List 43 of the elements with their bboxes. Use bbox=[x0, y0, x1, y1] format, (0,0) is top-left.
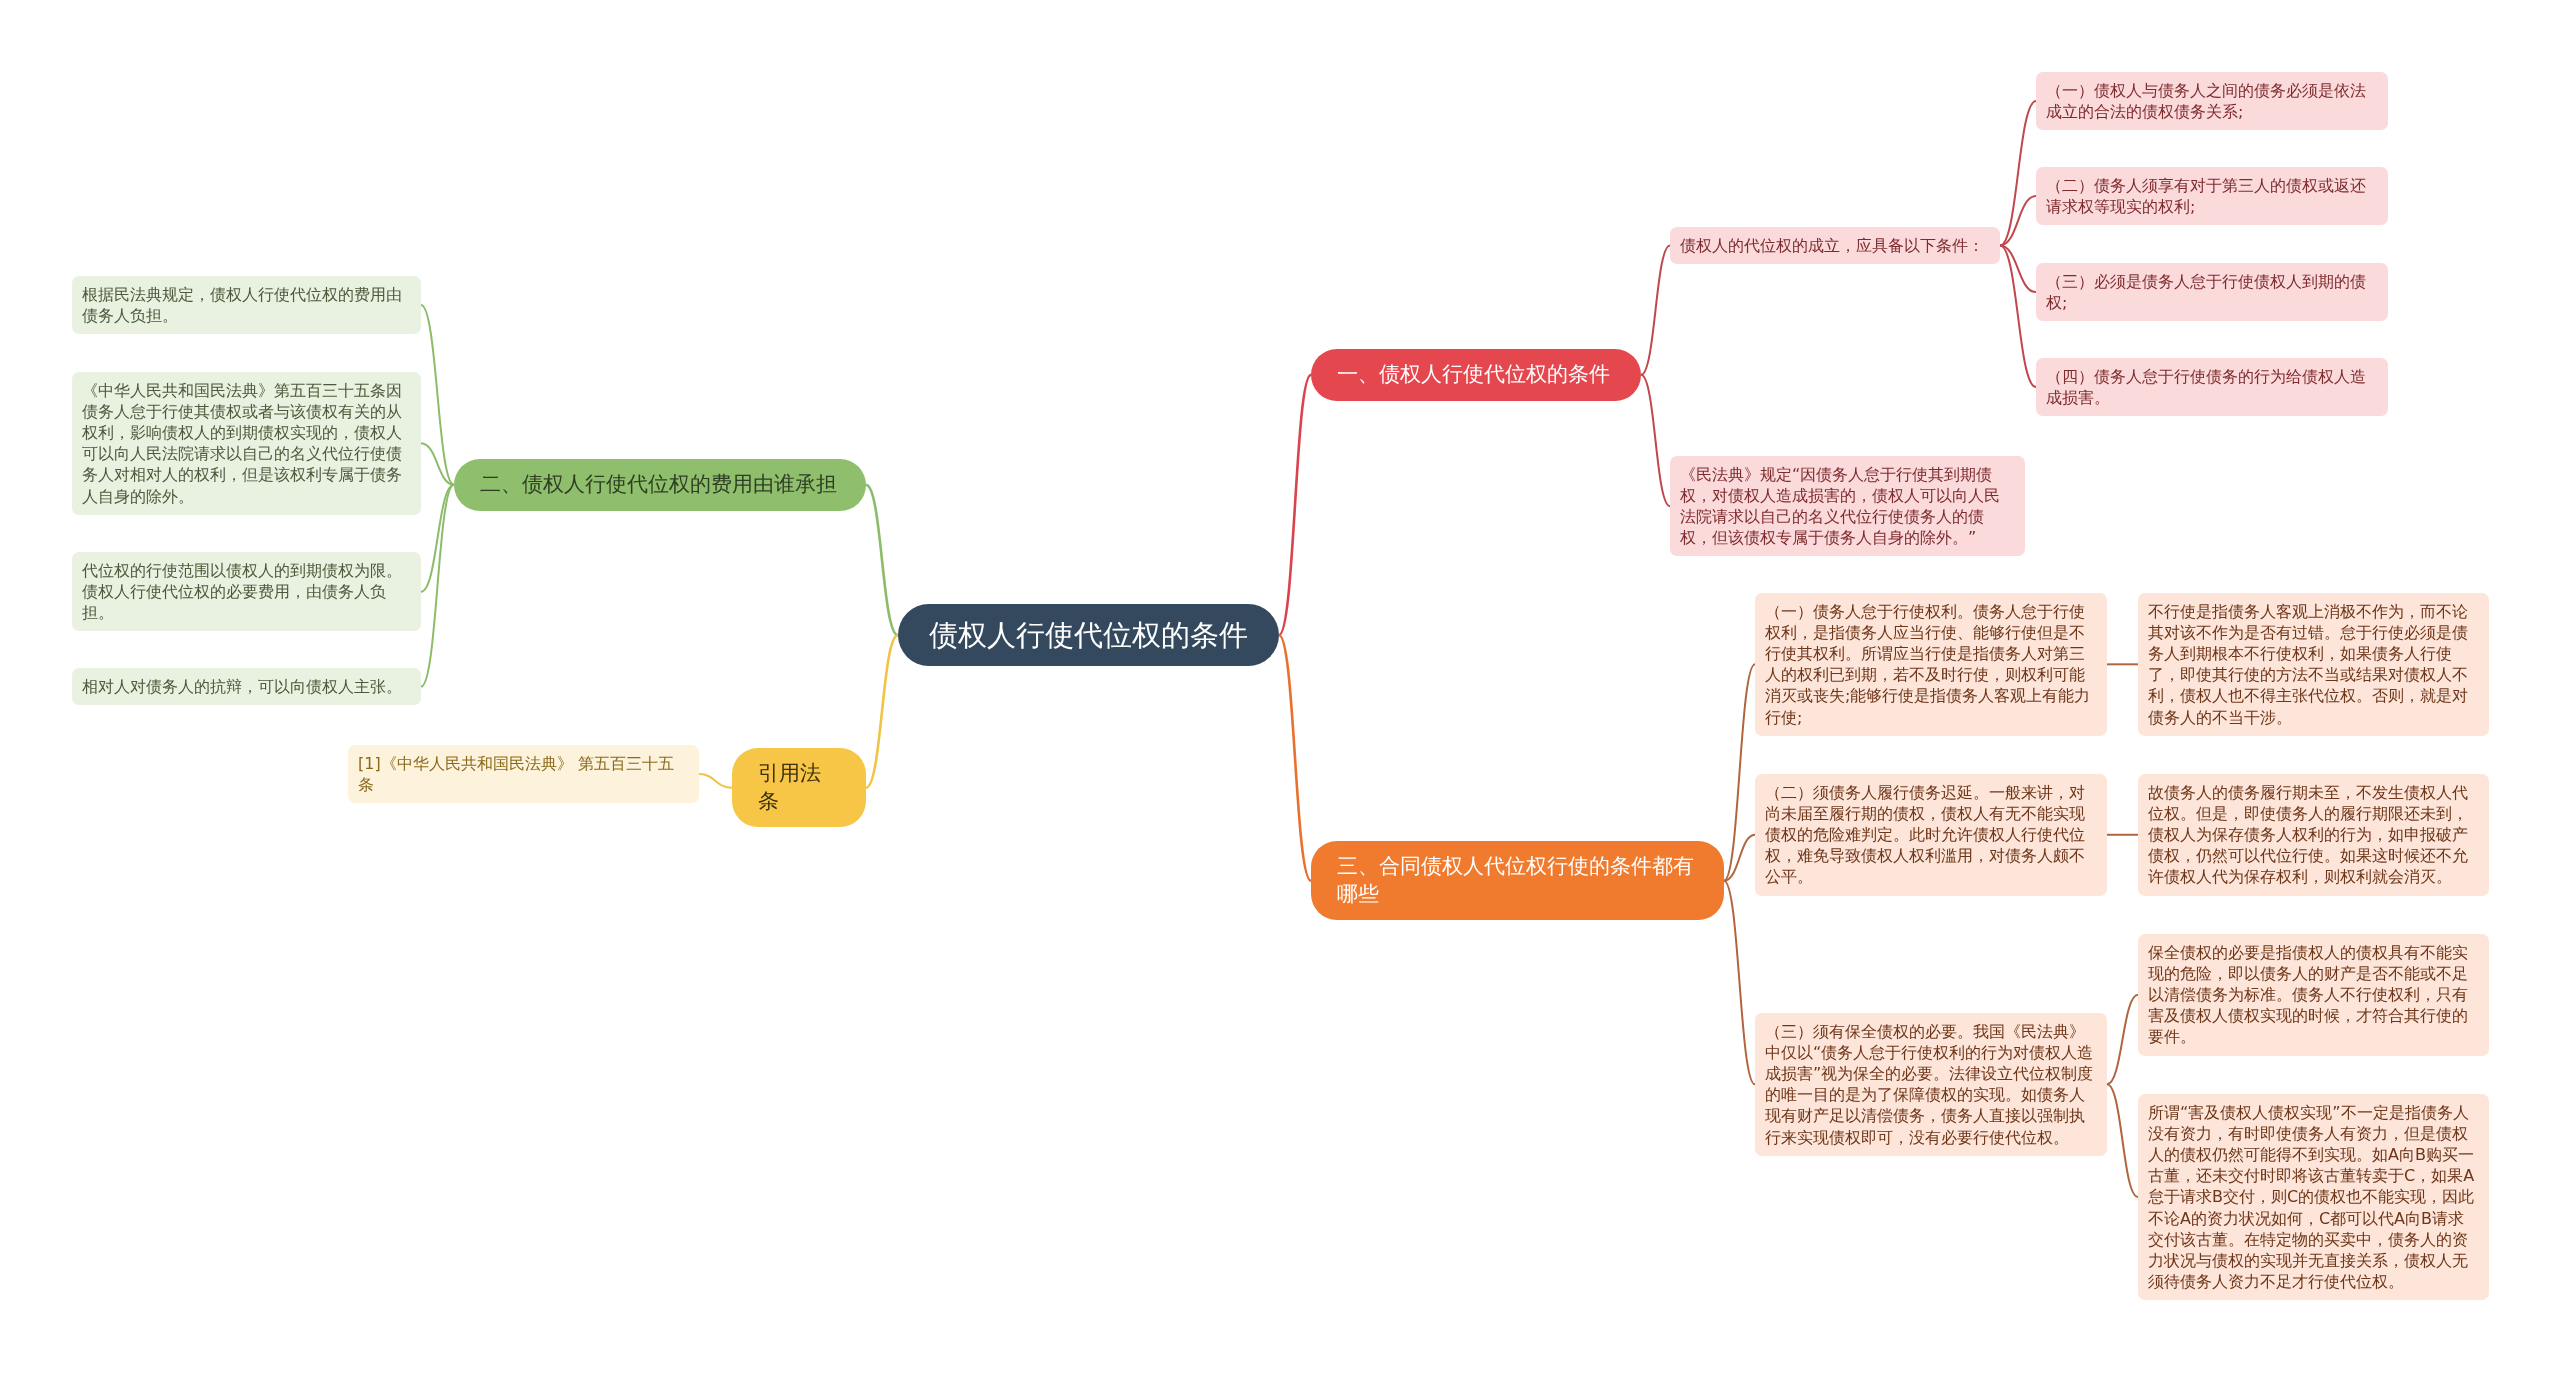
connector bbox=[698, 773, 733, 789]
note-box: 代位权的行使范围以债权人的到期债权为限。债权人行使代位权的必要费用，由债务人负担。 bbox=[72, 552, 421, 632]
note-box: （二）须债务人履行债务迟延。一般来讲，对尚未届至履行期的债权，债权人有无不能实现债权的危险难判定。此时允许债权人行使代位权，难免导致债权人权利滥用，对债务人颇不公平。 bbox=[1755, 774, 2107, 896]
connector bbox=[2106, 993, 2139, 1086]
note-box: 保全债权的必要是指债权人的债权具有不能实现的危险，即以债务人的财产是否不能或不足以清偿债务为标准。债务人不行使权利，只有害及债权人债权实现的时候，才符合其行使的要件。 bbox=[2138, 934, 2489, 1056]
note-box: （一）债权人与债务人之间的债务必须是依法成立的合法的债权债务关系; bbox=[2036, 72, 2388, 131]
note-box: （四）债务人怠于行使债务的行为给债权人造成损害。 bbox=[2036, 358, 2388, 417]
connector bbox=[1640, 373, 1671, 508]
connector bbox=[1999, 100, 2037, 247]
connector bbox=[2106, 833, 2139, 836]
connector bbox=[1723, 833, 1756, 882]
connector bbox=[2106, 1083, 2139, 1198]
note-box: 债权人的代位权的成立，应具备以下条件： bbox=[1670, 227, 2000, 265]
branch-topic: 三、合同债权人代位权行使的条件都有哪些 bbox=[1311, 841, 1724, 921]
note-box: 相对人对债务人的抗辩，可以向债权人主张。 bbox=[72, 668, 421, 706]
central-topic: 债权人行使代位权的条件 bbox=[898, 604, 1279, 667]
note-box: 故债务人的债务履行期未至，不发生债权人代位权。但是，即使债务人的履行期限还未到，债权人为保存债务人权利的行为，如申报破产债权，仍然可以代位行使。如果这时候还不允许债权人代为保存权利，则权利就会消灭。 bbox=[2138, 774, 2489, 896]
note-box: （三）须有保全债权的必要。我国《民法典》中仅以“债务人怠于行使权利的行为对债权人造成损害”视为保全的必要。法律设立代位权制度的唯一目的是为了保障债权的实现。如债务人现有财产足以清偿债务，债务人直接以强制执行来实现债权即可，没有必要行使代位权。 bbox=[1755, 1013, 2107, 1156]
connector bbox=[420, 304, 455, 486]
connector bbox=[1277, 374, 1313, 636]
note-box: 根据民法典规定，债权人行使代位权的费用由债务人负担。 bbox=[72, 276, 421, 335]
connector bbox=[1277, 634, 1313, 882]
connector bbox=[2106, 663, 2139, 666]
connector bbox=[865, 483, 899, 637]
note-box: （一）债务人怠于行使权利。债务人怠于行使权利，是指债务人应当行使、能够行使但是不行使其权利。所谓应当行使是指债务人对第三人的权利已到期，若不及时行使，则权利可能消灭或丧失;能够行使是指债务人客观上有能力行使; bbox=[1755, 593, 2107, 736]
connector bbox=[1999, 195, 2037, 247]
note-box: 不行使是指债务人客观上消极不作为，而不论其对该不作为是否有过错。怠于行使必须是债务人到期根本不行使权利，如果债务人行使了，即使其行使的方法不当或结果对债权人不利，债权人也不得主张代位权。否则，就是对债务人的不当干涉。 bbox=[2138, 593, 2489, 736]
note-box: 《中华人民共和国民法典》第五百三十五条因债务人怠于行使其债权或者与该债权有关的从权利，影响债权人的到期债权实现的，债权人可以向人民法院请求以自己的名义代位行使债务人对相对人的权利，但是该权利专属于债务人自身的除外。 bbox=[72, 372, 421, 515]
note-box: 《民法典》规定“因债务人怠于行使其到期债权，对债权人造成损害的，债权人可以向人民法院请求以自己的名义代位行使债务人的债权，但该债权专属于债务人自身的除外。” bbox=[1670, 456, 2025, 557]
connector bbox=[865, 634, 899, 789]
branch-topic: 二、债权人行使代位权的费用由谁承担 bbox=[454, 459, 866, 511]
note-box: 所谓“害及债权人债权实现”不一定是指债务人没有资力，有时即使债务人有资力，但是债权人的债权仍然可能得不到实现。如A向B购买一古董，还未交付时即将该古董转卖于C，如果A怠于请求B交付，则C的债权也不能实现，因此不论A的资力状况如何，C都可以代A向B请求交付该古董。在特定物的买卖中，债务人的资力状况与债权的实现并无直接关系，债权人无须待债务人资力不足才行使代位权。 bbox=[2138, 1094, 2489, 1300]
connector bbox=[420, 442, 455, 486]
connector bbox=[1723, 663, 1756, 882]
branch-topic: 引用法条 bbox=[732, 748, 866, 828]
note-box: （二）债务人须享有对于第三人的债权或返还请求权等现实的权利; bbox=[2036, 167, 2388, 226]
branch-topic: 一、债权人行使代位权的条件 bbox=[1311, 349, 1641, 401]
note-box: [1]《中华人民共和国民法典》 第五百三十五条 bbox=[348, 745, 699, 804]
connector bbox=[420, 483, 455, 688]
connector bbox=[1723, 879, 1756, 1086]
note-box: （三）必须是债务人怠于行使债权人到期的债权; bbox=[2036, 263, 2388, 322]
connector bbox=[1999, 244, 2037, 389]
connector bbox=[1640, 244, 1671, 376]
